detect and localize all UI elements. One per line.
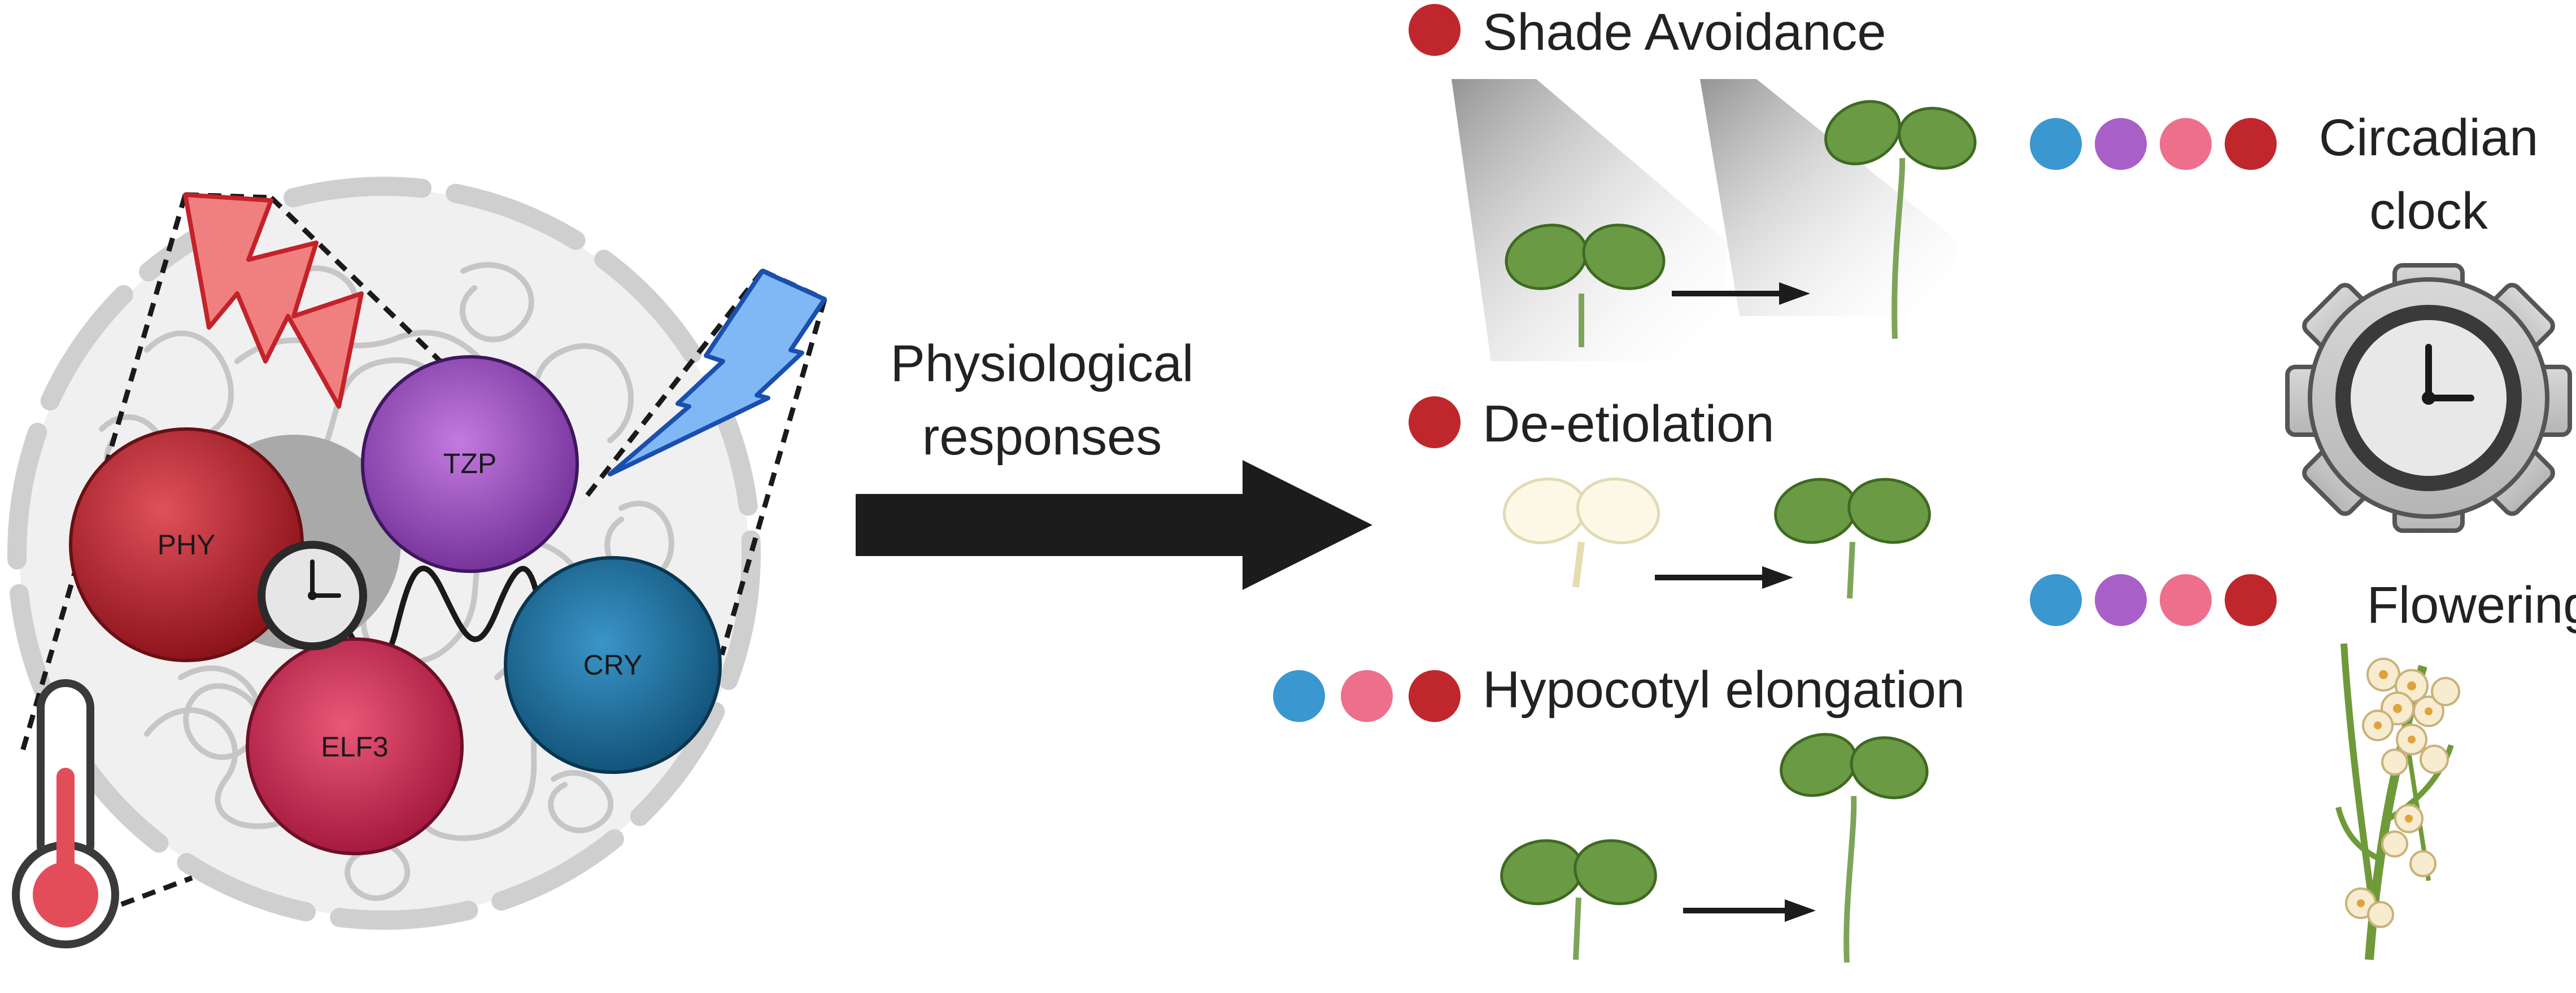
red-light-bolt-icon [183,193,364,409]
dot-red [2225,574,2277,626]
gear-clock-icon [2285,263,2572,533]
blue-light-bolt-icon [608,269,827,476]
dot-red [1409,396,1461,448]
circadian-clock-panel: Circadian clock [2030,109,2572,533]
short-seedling-icon [1500,839,1657,960]
dot-red [2225,118,2277,170]
flowering-plant-icon [2335,643,2460,960]
de-etiolation-label: De-etiolation [1483,395,1775,453]
thermometer-icon [12,679,119,948]
shade-avoidance-label: Shade Avoidance [1483,3,1886,61]
dot-pink [1341,670,1393,722]
arrow-label-line1: Physiological [891,335,1194,392]
dot-purple [2095,574,2147,626]
dot-blue [2030,118,2082,170]
dot-pink [2160,574,2212,626]
nucleus: PHY TZP ELF3 CRY [7,177,827,948]
flowering-label: Flowering [2367,576,2576,634]
dot-blue [1273,670,1325,722]
tzp-node: TZP [361,355,579,573]
elongated-seedling-icon [1780,733,1929,963]
nuclear-envelope [7,177,761,930]
elf3-label: ELF3 [321,731,389,763]
hypocotyl-panel: Hypocotyl elongation [1273,661,1965,963]
main-arrow [856,460,1372,590]
circadian-label-line1: Circadian [2319,109,2539,167]
dot-red [1409,4,1461,56]
dot-purple [2095,118,2147,170]
etiolated-seedling-icon [1502,477,1660,588]
small-clock-icon [258,541,367,650]
cry-node: CRY [504,556,722,774]
circadian-label-line2: clock [2369,182,2488,240]
cry-label: CRY [583,649,643,681]
phy-label: PHY [158,529,216,561]
shade-avoidance-panel: Shade Avoidance [1409,3,1977,361]
flowering-panel: Flowering [2030,574,2576,960]
hypocotyl-label: Hypocotyl elongation [1483,661,1965,719]
tall-seedling-icon [1824,100,1977,339]
de-etiolation-panel: De-etiolation [1409,395,1931,599]
dot-red [1409,670,1461,722]
green-seedling-icon [1774,478,1931,599]
arrow-label-line2: responses [922,408,1162,466]
phy-node: PHY [69,427,304,662]
elf3-node: ELF3 [246,637,464,855]
dot-pink [2160,118,2212,170]
tzp-label: TZP [443,448,496,479]
dot-blue [2030,574,2082,626]
seedling-icon [1505,224,1666,347]
